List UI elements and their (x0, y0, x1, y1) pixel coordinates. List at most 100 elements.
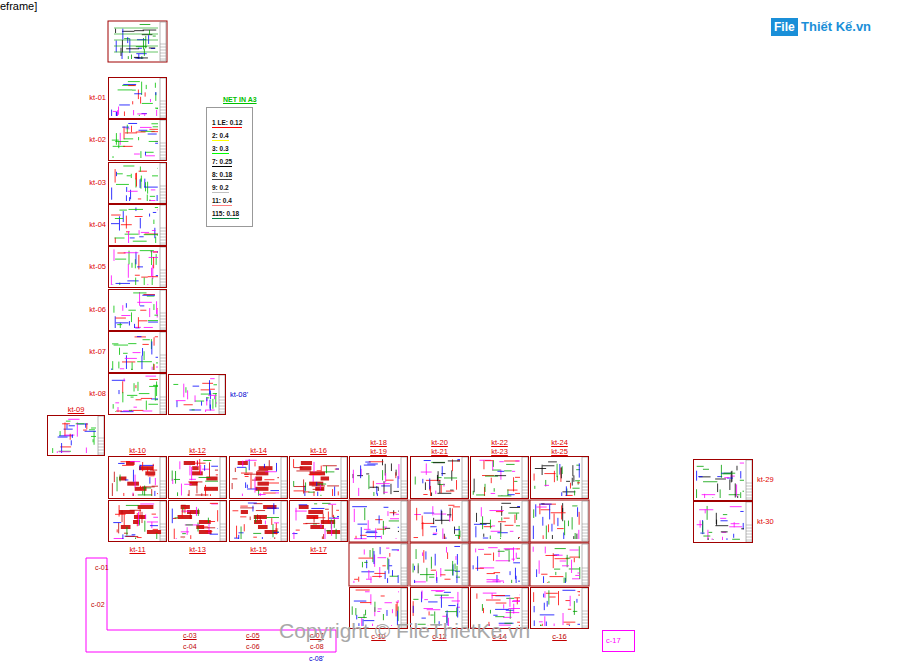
drawing-stroke (485, 460, 494, 461)
drawing-stroke (740, 463, 744, 464)
drawing-stroke (244, 524, 245, 531)
drawing-stroke (427, 609, 441, 610)
drawing-stroke (124, 252, 139, 253)
drawing-stroke (135, 275, 140, 276)
legend-row: 11: 0.4 (212, 197, 232, 204)
drawing-stroke (422, 523, 435, 524)
drawing-stroke (142, 295, 155, 296)
drawing-stroke (722, 537, 723, 540)
drawing-stroke (245, 476, 249, 477)
drawing-stroke (446, 491, 454, 492)
title-block-line (160, 189, 166, 190)
drawing-stroke (113, 306, 114, 313)
drawing-stroke (451, 470, 452, 480)
frame-tag: eframe] (0, 1, 37, 12)
drawing-stroke (533, 547, 534, 552)
title-block-line (401, 617, 407, 618)
drawing-stroke (423, 550, 424, 563)
drawing-stroke (86, 423, 87, 429)
title-block-line (281, 539, 287, 540)
drawing-stroke (140, 178, 141, 188)
drawing-stroke (118, 523, 119, 534)
title-block-line (462, 527, 468, 528)
drawing-stroke (357, 475, 363, 476)
sheet-label: kt-02 (89, 136, 106, 144)
elevation-hatch (265, 530, 278, 534)
sheet-frame (289, 500, 348, 542)
drawing-stroke (544, 591, 545, 598)
title-block-line (341, 490, 347, 491)
sheet-label: kt-19 (370, 448, 387, 456)
drawing-stroke (518, 581, 520, 582)
elevation-hatch (310, 471, 325, 475)
drawing-stroke (715, 525, 728, 526)
drawing-sheet: kt-06 (108, 289, 167, 331)
drawing-stroke (148, 404, 158, 405)
drawing-stroke (327, 485, 339, 486)
drawing-sheet: kt-02 (108, 119, 167, 161)
drawing-stroke (116, 111, 117, 116)
drawing-stroke (370, 550, 371, 557)
title-block-line (341, 539, 347, 540)
drawing-stroke (214, 396, 215, 399)
drawing-stroke (381, 595, 385, 596)
drawing-stroke (127, 395, 137, 396)
legend-row: 3: 0.3 (212, 145, 229, 152)
drawing-stroke (253, 533, 261, 534)
drawing-stroke (131, 174, 132, 178)
drawing-stroke (149, 308, 150, 317)
drawing-stroke (64, 423, 65, 437)
title-block-line (582, 481, 588, 482)
title-block-line (341, 527, 347, 528)
title-block-line (462, 614, 468, 615)
drawing-stroke (365, 591, 370, 592)
drawing-stroke (699, 509, 713, 510)
drawing-stroke (145, 152, 154, 153)
title-block-line (401, 527, 407, 528)
drawing-stroke (156, 362, 158, 363)
drawing-stroke (244, 474, 257, 475)
sheet-label: kt-30 (757, 518, 774, 526)
sheet-drawing (108, 246, 167, 288)
drawing-stroke (397, 602, 398, 611)
drawing-stroke (517, 506, 520, 507)
drawing-stroke (512, 471, 515, 472)
sheet-label: c-06 (246, 643, 260, 650)
drawing-stroke (147, 521, 158, 522)
drawing-stroke (153, 464, 154, 472)
drawing-stroke (513, 600, 520, 601)
drawing-stroke (535, 468, 546, 469)
title-block-line (522, 574, 528, 575)
drawing-stroke (513, 562, 520, 563)
drawing-stroke (358, 488, 359, 496)
drawing-stroke (396, 538, 397, 540)
drawing-stroke (413, 599, 418, 600)
title-block-line (746, 528, 752, 529)
sheet-frame (530, 500, 589, 542)
title-block-line (220, 533, 226, 534)
drawing-stroke (146, 85, 147, 89)
sheet-label: kt-05 (89, 263, 106, 271)
drawing-stroke (277, 477, 279, 478)
drawing-stroke (140, 503, 154, 504)
title-block-line (160, 493, 166, 494)
sheet-drawing (349, 543, 408, 586)
drawing-stroke (560, 561, 566, 562)
drawing-stroke (364, 562, 367, 563)
drawing-sheet: kt-29 (693, 459, 753, 501)
sheet-frame (470, 500, 529, 542)
drawing-stroke (189, 409, 201, 410)
drawing-stroke (337, 516, 339, 517)
drawing-stroke (418, 563, 419, 573)
title-block-line (582, 536, 588, 537)
drawing-stroke (217, 528, 218, 529)
drawing-stroke (136, 131, 146, 132)
drawing-stroke (185, 524, 200, 525)
drawing-stroke (496, 603, 507, 604)
drawing-stroke (488, 547, 497, 548)
drawing-stroke (135, 537, 136, 539)
drawing-stroke (387, 558, 388, 570)
title-block-line (98, 441, 104, 442)
drawing-stroke (563, 533, 564, 539)
drawing-stroke (189, 479, 196, 480)
